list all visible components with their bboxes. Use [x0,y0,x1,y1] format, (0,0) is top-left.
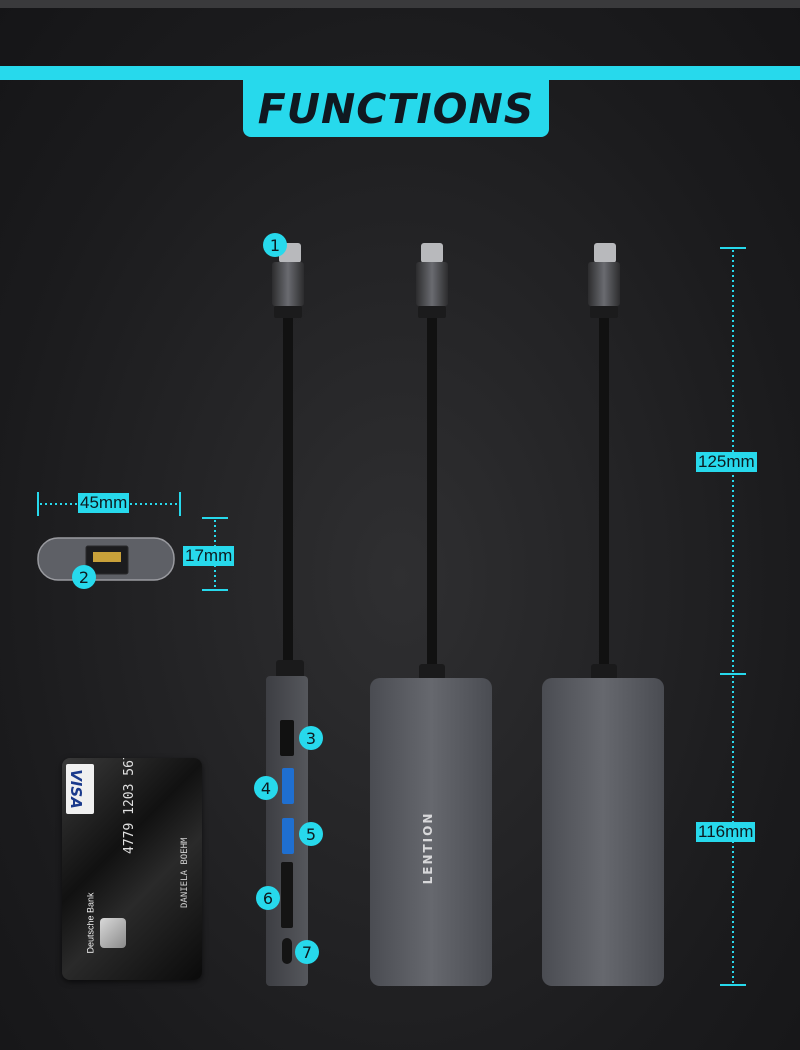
usb-c-plug-3 [588,243,620,668]
title-banner: FUNCTIONS [243,80,549,137]
card-chip [100,918,126,948]
visa-logo: VISA [66,764,94,814]
callout-5: 5 [299,822,323,846]
header-accent-line [0,66,800,80]
card-bank-name: Deutsche Bank [85,892,96,954]
card-holder: DANIELA BOEHM [180,837,190,908]
brand-logo: LENTION [421,811,435,885]
body-length-label: 116mm [696,822,756,842]
callout-3: 3 [299,726,323,750]
callout-6: 6 [256,886,280,910]
cable-length-label: 125mm [696,452,757,472]
hub-end-view [37,537,175,581]
usb-c-plug-2 [416,243,448,668]
callout-4: 4 [254,776,278,800]
callout-2: 2 [72,565,96,589]
hub-side-view [266,660,308,986]
page-title: FUNCTIONS [257,84,535,133]
usb-c-plug-1 [272,243,304,670]
height-label: 17mm [183,546,235,566]
callout-7: 7 [295,940,319,964]
top-strip [0,0,800,8]
card-number: 4779 1203 5678 9012 [122,758,137,854]
callout-1: 1 [263,233,287,257]
credit-card: VISA 4779 1203 5678 9012 DANIELA BOEHM D… [62,758,202,980]
hub-top-view [370,664,492,986]
hub-bottom-view [542,664,664,986]
width-label: 45mm [78,493,130,513]
